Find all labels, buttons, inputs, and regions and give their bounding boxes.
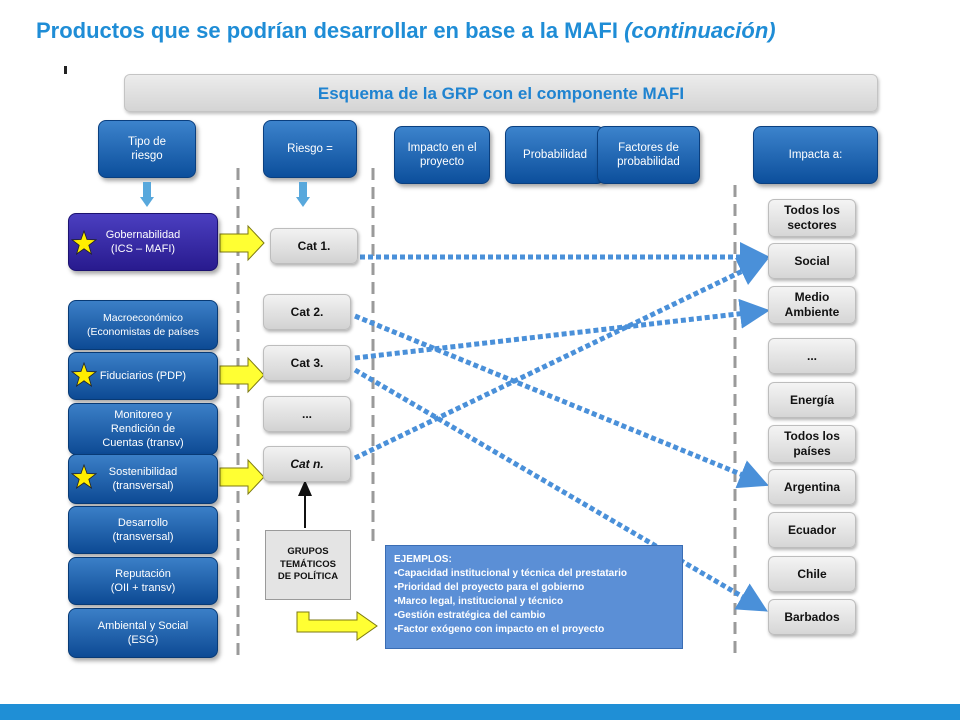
risk-type-reputacion: Reputación (OII + transv)	[68, 557, 218, 605]
dotted-connectors	[353, 242, 770, 612]
risk-type-label: Monitoreo y Rendición de Cuentas (transv…	[102, 409, 184, 449]
header-probabilidad: Probabilidad	[505, 126, 605, 184]
impact-social: Social	[768, 243, 856, 279]
footer-bar	[0, 704, 960, 720]
connector-cat3-barbados	[353, 367, 768, 612]
impact-medio-ambiente: Medio Ambiente	[768, 286, 856, 324]
yellow-arrow-gobernabilidad	[219, 224, 265, 262]
impact-label: Todos los sectores	[784, 203, 840, 232]
impact-chile: Chile	[768, 556, 856, 592]
risk-type-fiduciarios: Fiduciarios (PDP)	[68, 352, 218, 400]
page-title: Productos que se podrían desarrollar en …	[36, 18, 776, 44]
impact-ellipsis: ...	[768, 338, 856, 374]
impact-barbados: Barbados	[768, 599, 856, 635]
impact-energia: Energía	[768, 382, 856, 418]
yellow-arrow-fiduciarios	[219, 356, 265, 394]
ejemplo-item: •Prioridad del proyecto para el gobierno	[394, 582, 585, 593]
risk-type-desarrollo: Desarrollo (transversal)	[68, 506, 218, 554]
header-impacto: Impacto en el proyecto	[394, 126, 490, 184]
ejemplo-item: •Gestión estratégica del cambio	[394, 610, 546, 621]
impact-todos-sectores: Todos los sectores	[768, 199, 856, 237]
header-impacto-label: Impacto en el proyecto	[407, 142, 477, 168]
header-probabilidad-label: Probabilidad	[523, 149, 587, 161]
yellow-arrows	[219, 224, 378, 641]
grupos-tematicos-box: GRUPOS TEMÁTICOS DE POLÍTICA	[265, 530, 351, 600]
impact-todos-paises: Todos los países	[768, 425, 856, 463]
risk-type-monitoreo: Monitoreo y Rendición de Cuentas (transv…	[68, 403, 218, 455]
diagram-banner: Esquema de la GRP con el componente MAFI	[124, 74, 878, 112]
risk-type-label: Desarrollo (transversal)	[112, 517, 174, 543]
header-tipo-riesgo: Tipo de riesgo	[98, 120, 196, 178]
impact-label: Medio Ambiente	[784, 290, 840, 319]
title-suffix: (continuación)	[624, 18, 776, 43]
risk-type-ambiental-social: Ambiental y Social (ESG)	[68, 608, 218, 658]
grupos-label: GRUPOS TEMÁTICOS DE POLÍTICA	[277, 546, 339, 583]
impact-ecuador: Ecuador	[768, 512, 856, 548]
connector-cat3-medio-ambiente	[354, 298, 770, 361]
header-tipo-label: Tipo de riesgo	[128, 136, 166, 162]
header-riesgo: Riesgo =	[263, 120, 357, 178]
connector-cat2-argentina	[354, 313, 769, 489]
title-main: Productos que se podrían desarrollar en …	[36, 18, 618, 43]
header-impacta-label: Impacta a:	[788, 149, 843, 161]
title-marker	[64, 66, 67, 74]
star-icon	[71, 362, 97, 387]
header-riesgo-label: Riesgo =	[287, 143, 333, 155]
category-cat-2: Cat 2.	[263, 294, 351, 330]
header-factores-label: Factores de probabilidad	[617, 142, 680, 168]
header-impacta: Impacta a:	[753, 126, 878, 184]
connector-catn-social	[353, 258, 769, 461]
risk-type-label: Ambiental y Social (ESG)	[97, 620, 189, 646]
risk-type-label: Gobernabilidad (ICS – MAFI)	[105, 229, 181, 255]
risk-type-label: Macroeconómico (Economistas de países	[86, 312, 200, 338]
yellow-arrow-grupos	[296, 611, 378, 641]
black-arrow	[298, 480, 312, 528]
header-factores: Factores de probabilidad	[597, 126, 700, 184]
down-arrow-icon	[140, 182, 154, 208]
ejemplo-item: •Marco legal, institucional y técnico	[394, 596, 564, 607]
category-cat-1: Cat 1.	[270, 228, 358, 264]
category-cat-ellipsis: ...	[263, 396, 351, 432]
yellow-arrow-sostenibilidad	[219, 458, 265, 496]
risk-type-sostenibilidad: Sostenibilidad (transversal)	[68, 454, 218, 504]
risk-type-macroeconomico: Macroeconómico (Economistas de países	[68, 300, 218, 350]
category-cat-n: Cat n.	[263, 446, 351, 482]
impact-label: Todos los países	[784, 429, 840, 458]
ejemplo-item: •Factor exógeno con impacto en el proyec…	[394, 624, 605, 635]
ejemplos-title: EJEMPLOS:	[394, 554, 452, 565]
category-cat-3: Cat 3.	[263, 345, 351, 381]
risk-type-label: Reputación (OII + transv)	[110, 568, 176, 594]
star-icon	[71, 464, 97, 489]
down-arrow-icon	[296, 182, 310, 208]
risk-type-label: Fiduciarios (PDP)	[99, 370, 187, 382]
star-icon	[71, 230, 97, 255]
ejemplo-item: •Capacidad institucional y técnica del p…	[394, 568, 628, 579]
risk-type-label: Sostenibilidad (transversal)	[108, 466, 178, 492]
impact-argentina: Argentina	[768, 469, 856, 505]
ejemplos-box: EJEMPLOS: •Capacidad institucional y téc…	[385, 545, 683, 649]
